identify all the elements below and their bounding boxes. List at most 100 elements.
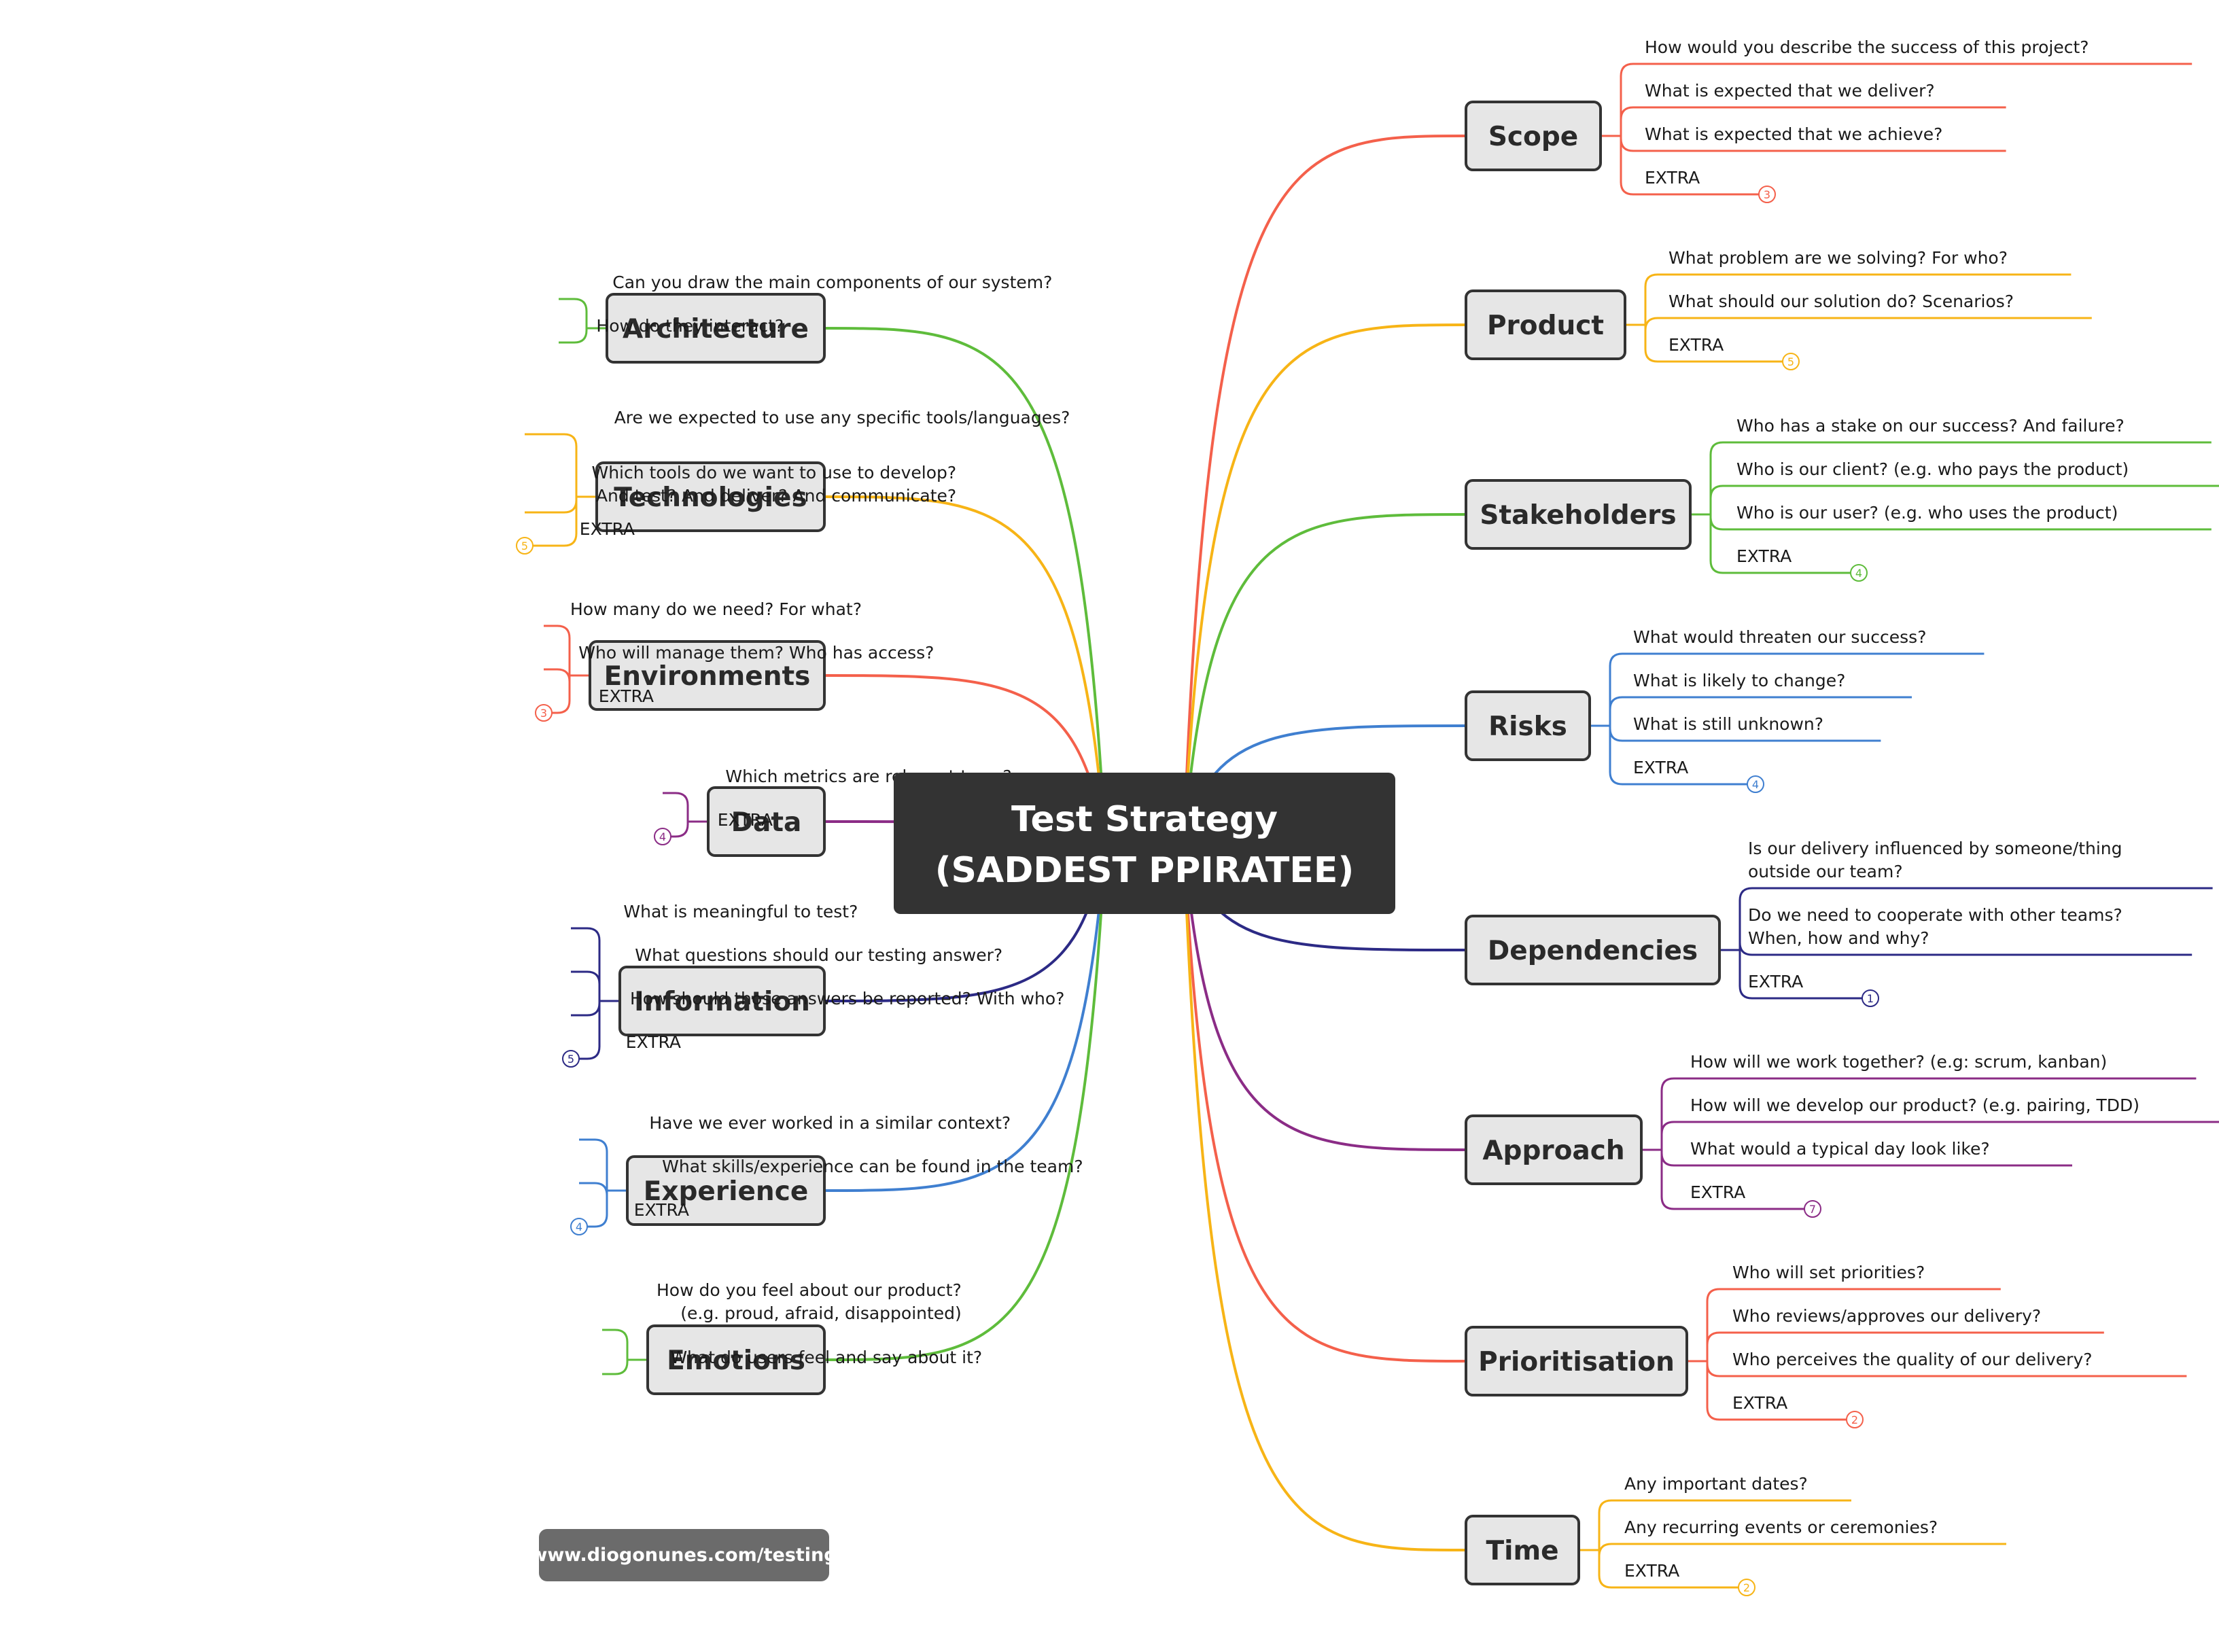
question-environments-1-text: How many do we need? For what? [570, 599, 862, 619]
question-experience-2[interactable]: What skills/experience can be found in t… [662, 1157, 1083, 1176]
topic-scope[interactable]: Scope [1465, 101, 1602, 171]
extra-product-text: EXTRA [1668, 335, 1724, 355]
extra-dependencies[interactable]: EXTRA [1748, 972, 1803, 991]
extra-product[interactable]: EXTRA [1668, 335, 1724, 355]
extra-count-badge-information[interactable]: 5 [562, 1050, 580, 1068]
extra-scope[interactable]: EXTRA [1645, 168, 1700, 188]
extra-count-badge-scope[interactable]: 3 [1758, 186, 1776, 203]
extra-count-badge-experience[interactable]: 4 [570, 1218, 588, 1235]
question-risks-3-text: What is still unknown? [1633, 714, 1823, 734]
extra-count-badge-product[interactable]: 5 [1782, 353, 1800, 370]
question-prioritisation-2[interactable]: Who reviews/approves our delivery? [1732, 1306, 2041, 1326]
branch-connector-time [1184, 878, 1467, 1551]
question-emotions-2[interactable]: What do users feel and say about it? [670, 1348, 982, 1367]
question-product-1[interactable]: What problem are we solving? For who? [1668, 248, 2008, 268]
topic-product[interactable]: Product [1465, 289, 1626, 360]
extra-count-badge-data[interactable]: 4 [654, 828, 671, 845]
question-product-2[interactable]: What should our solution do? Scenarios? [1668, 292, 2014, 311]
question-emotions-1[interactable]: How do you feel about our product?(e.g. … [657, 1280, 962, 1323]
topic-label-approach: Approach [1482, 1136, 1624, 1166]
question-technologies-2[interactable]: Which tools do we want to use to develop… [591, 463, 956, 506]
question-dependencies-1[interactable]: Is our delivery influenced by someone/th… [1748, 839, 2122, 881]
topic-label-emotions: Emotions [667, 1346, 805, 1376]
question-time-2[interactable]: Any recurring events or ceremonies? [1624, 1517, 1938, 1537]
extra-risks[interactable]: EXTRA [1633, 758, 1688, 777]
question-scope-3-text: What is expected that we achieve? [1645, 124, 1942, 144]
topic-risks[interactable]: Risks [1465, 690, 1591, 761]
question-stakeholders-2[interactable]: Who is our client? (e.g. who pays the pr… [1736, 459, 2129, 479]
question-risks-2-text: What is likely to change? [1633, 671, 1845, 690]
topic-stakeholders[interactable]: Stakeholders [1465, 479, 1692, 550]
extra-information[interactable]: EXTRA [626, 1032, 681, 1052]
question-product-1-text: What problem are we solving? For who? [1668, 248, 2008, 268]
extra-stakeholders[interactable]: EXTRA [1736, 546, 1792, 566]
question-risks-2[interactable]: What is likely to change? [1633, 671, 1845, 690]
topic-label-architecture: Architecture [623, 314, 809, 345]
question-stakeholders-3[interactable]: Who is our user? (e.g. who uses the prod… [1736, 503, 2118, 523]
question-scope-1[interactable]: How would you describe the success of th… [1645, 37, 2089, 57]
question-environments-1[interactable]: How many do we need? For what? [570, 599, 862, 619]
topic-prioritisation[interactable]: Prioritisation [1465, 1326, 1688, 1396]
question-prioritisation-1[interactable]: Who will set priorities? [1732, 1263, 1925, 1282]
question-prioritisation-3[interactable]: Who perceives the quality of our deliver… [1732, 1350, 2093, 1369]
footer-link[interactable]: www.diogonunes.com/testing [530, 1529, 837, 1581]
topic-approach[interactable]: Approach [1465, 1114, 1643, 1185]
extra-count-badge-prioritisation[interactable]: 2 [1846, 1411, 1864, 1428]
question-information-1[interactable]: What is meaningful to test? [623, 902, 858, 921]
extra-count-badge-environments[interactable]: 3 [535, 704, 553, 722]
extra-count-badge-time[interactable]: 2 [1738, 1579, 1755, 1596]
question-dependencies-2[interactable]: Do we need to cooperate with other teams… [1748, 905, 2122, 948]
branch-connector-technologies [824, 495, 1105, 826]
topic-time[interactable]: Time [1465, 1515, 1580, 1585]
topic-dependencies[interactable]: Dependencies [1465, 915, 1721, 985]
extra-count-risks: 4 [1752, 778, 1759, 791]
topic-architecture[interactable]: Architecture [606, 293, 826, 364]
question-prioritisation-2-text: Who reviews/approves our delivery? [1732, 1306, 2041, 1326]
extra-count-badge-dependencies[interactable]: 1 [1862, 989, 1879, 1007]
central-topic[interactable]: Test Strategy (SADDEST PPIRATEE) [894, 773, 1395, 914]
extra-count-badge-risks[interactable]: 4 [1747, 775, 1764, 793]
question-risks-3[interactable]: What is still unknown? [1633, 714, 1823, 734]
topic-experience[interactable]: Experience [626, 1155, 826, 1226]
extra-data[interactable]: EXTRA [718, 810, 773, 830]
question-technologies-1[interactable]: Are we expected to use any specific tool… [614, 408, 1070, 427]
extra-prioritisation-text: EXTRA [1732, 1393, 1787, 1413]
question-approach-1[interactable]: How will we work together? (e.g: scrum, … [1690, 1052, 2107, 1072]
question-approach-3[interactable]: What would a typical day look like? [1690, 1139, 1990, 1159]
extra-count-badge-technologies[interactable]: 5 [516, 537, 534, 555]
question-architecture-2[interactable]: How do they interact? [596, 316, 784, 336]
branch-connector-approach [1184, 858, 1467, 1151]
question-experience-1[interactable]: Have we ever worked in a similar context… [649, 1113, 1011, 1133]
question-environments-2[interactable]: Who will manage them? Who has access? [578, 643, 934, 663]
topic-emotions[interactable]: Emotions [646, 1324, 826, 1395]
extra-technologies[interactable]: EXTRA [580, 519, 635, 539]
topic-environments[interactable]: Environments [589, 640, 826, 711]
extra-approach[interactable]: EXTRA [1690, 1182, 1745, 1202]
question-information-2-text: What questions should our testing answer… [635, 945, 1002, 965]
topic-technologies[interactable]: Technologies [595, 461, 826, 532]
extra-prioritisation[interactable]: EXTRA [1732, 1393, 1787, 1413]
question-stakeholders-1-text: Who has a stake on our success? And fail… [1736, 416, 2125, 436]
question-risks-1[interactable]: What would threaten our success? [1633, 627, 1926, 647]
question-information-3[interactable]: How should those answers be reported? Wi… [630, 989, 1064, 1008]
question-architecture-1[interactable]: Can you draw the main components of our … [612, 273, 1052, 292]
extra-time[interactable]: EXTRA [1624, 1561, 1679, 1581]
question-information-2[interactable]: What questions should our testing answer… [635, 945, 1002, 965]
question-scope-3[interactable]: What is expected that we achieve? [1645, 124, 1942, 144]
question-stakeholders-1[interactable]: Who has a stake on our success? And fail… [1736, 416, 2125, 436]
extra-count-technologies: 5 [521, 540, 528, 552]
extra-experience[interactable]: EXTRA [634, 1200, 689, 1220]
extra-count-badge-approach[interactable]: 7 [1804, 1200, 1821, 1218]
question-technologies-2-text-line-1: Which tools do we want to use to develop… [591, 463, 956, 482]
question-approach-2[interactable]: How will we develop our product? (e.g. p… [1690, 1095, 2139, 1115]
question-prioritisation-1-text: Who will set priorities? [1732, 1263, 1925, 1282]
branch-connector-architecture [824, 327, 1105, 818]
question-time-1[interactable]: Any important dates? [1624, 1474, 1808, 1494]
extra-count-badge-stakeholders[interactable]: 4 [1850, 564, 1868, 582]
topic-information[interactable]: Information [618, 966, 826, 1036]
question-scope-2[interactable]: What is expected that we deliver? [1645, 81, 1935, 101]
extra-environments[interactable]: EXTRA [599, 686, 654, 706]
topic-data[interactable]: Data [707, 786, 826, 857]
extra-count-experience: 4 [576, 1220, 582, 1233]
